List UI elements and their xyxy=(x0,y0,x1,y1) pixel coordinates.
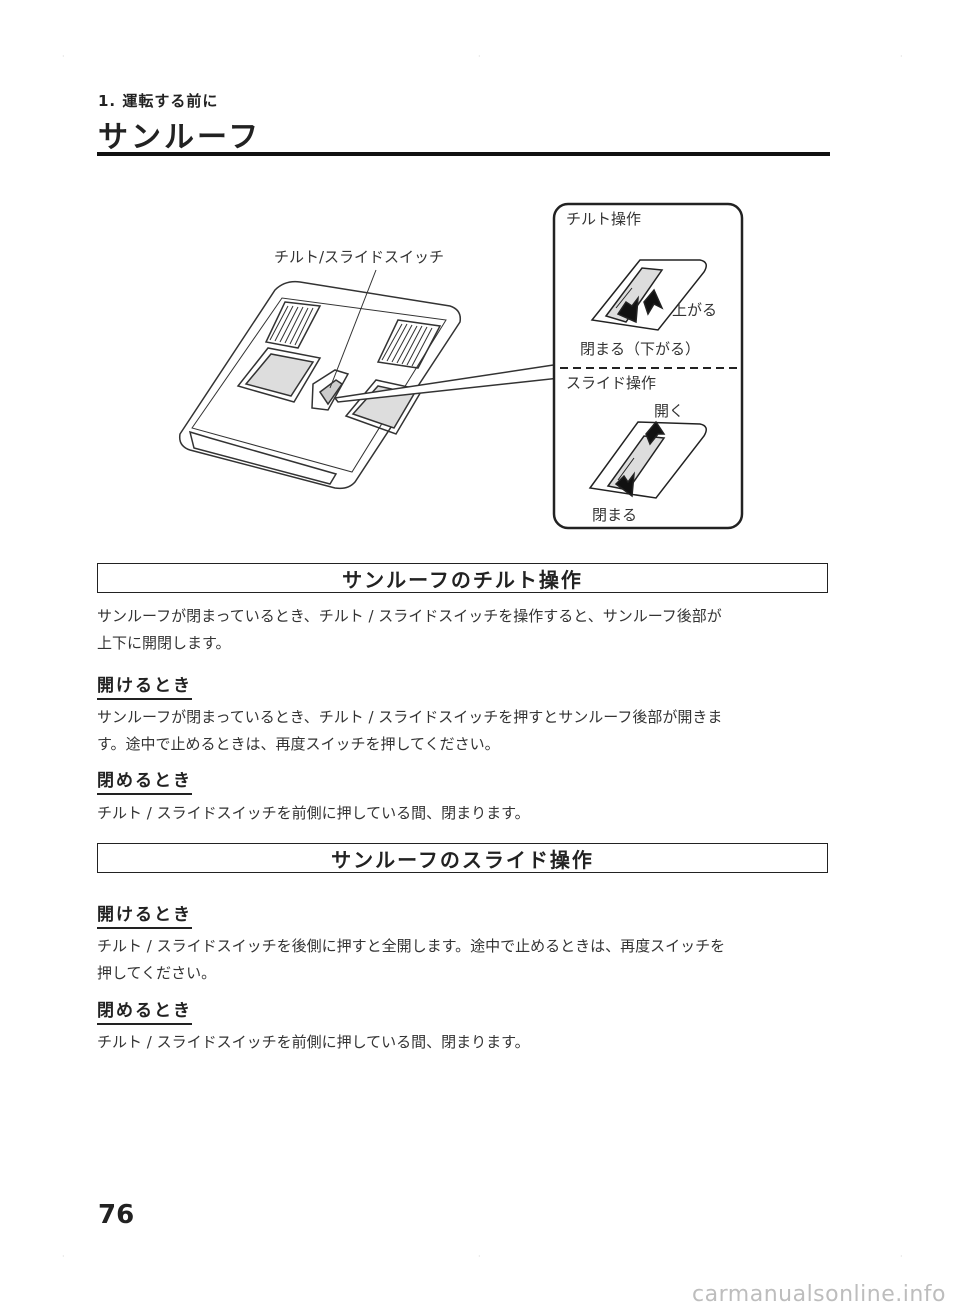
tilt-up-label: 上がる xyxy=(672,301,717,319)
tilt-close-heading: 閉めるとき xyxy=(97,766,192,795)
corner-mark-bc: · xyxy=(478,1252,481,1261)
corner-mark-bl: · xyxy=(62,1252,65,1261)
switch-callout-label: チルト/スライドスイッチ xyxy=(274,248,444,266)
title-divider xyxy=(97,152,830,156)
vent-hatching xyxy=(269,305,433,367)
slide-close-label: 閉まる xyxy=(592,506,637,524)
tilt-intro-line1: サンルーフが閉まっているとき、チルト / スライドスイッチを操作すると、サンルー… xyxy=(97,607,722,625)
slide-close-heading: 閉めるとき xyxy=(97,996,192,1025)
slide-close-line1: チルト / スライドスイッチを前側に押している間、閉まります。 xyxy=(97,1033,530,1051)
callout-line xyxy=(329,269,377,389)
corner-mark-tr: · xyxy=(900,52,903,61)
tilt-intro-line2: 上下に開閉します。 xyxy=(97,634,231,652)
tilt-section-heading: サンルーフのチルト操作 xyxy=(97,563,828,593)
slide-open-heading: 開けるとき xyxy=(97,900,192,929)
overhead-console-drawing xyxy=(178,280,462,490)
corner-mark-tc: · xyxy=(478,52,481,61)
footer-watermark: carmanualsonline.info xyxy=(692,1282,946,1307)
slide-section-heading: サンルーフのスライド操作 xyxy=(97,843,828,873)
corner-mark-tl: · xyxy=(62,52,65,61)
tilt-switch-drawing xyxy=(590,259,707,331)
slide-open-line2: 押してください。 xyxy=(97,964,217,982)
tilt-open-line2: す。途中で止めるときは、再度スイッチを押してください。 xyxy=(97,735,500,753)
page-number: 76 xyxy=(98,1200,135,1230)
chapter-label: 1. 運転する前に xyxy=(98,92,219,110)
slide-open-label: 開く xyxy=(654,402,684,420)
tilt-open-line1: サンルーフが閉まっているとき、チルト / スライドスイッチを押すとサンルーフ後部… xyxy=(97,708,723,726)
slide-switch-drawing xyxy=(588,420,707,499)
tilt-open-heading: 開けるとき xyxy=(97,671,192,700)
detail-connector xyxy=(333,363,561,403)
slide-open-line1: チルト / スライドスイッチを後側に押すと全開します。途中で止めるときは、再度ス… xyxy=(97,937,726,955)
corner-mark-br: · xyxy=(900,1252,903,1261)
slide-label: スライド操作 xyxy=(566,374,656,392)
page-title: サンルーフ xyxy=(98,120,262,155)
tilt-close-line1: チルト / スライドスイッチを前側に押している間、閉まります。 xyxy=(97,804,530,822)
sunroof-illustration: チルト/スライドスイッチ チルト操作 上がる 閉まる（下がる） スライド操作 開… xyxy=(170,198,750,538)
tilt-close-label: 閉まる（下がる） xyxy=(580,340,700,358)
tilt-label: チルト操作 xyxy=(566,210,641,228)
